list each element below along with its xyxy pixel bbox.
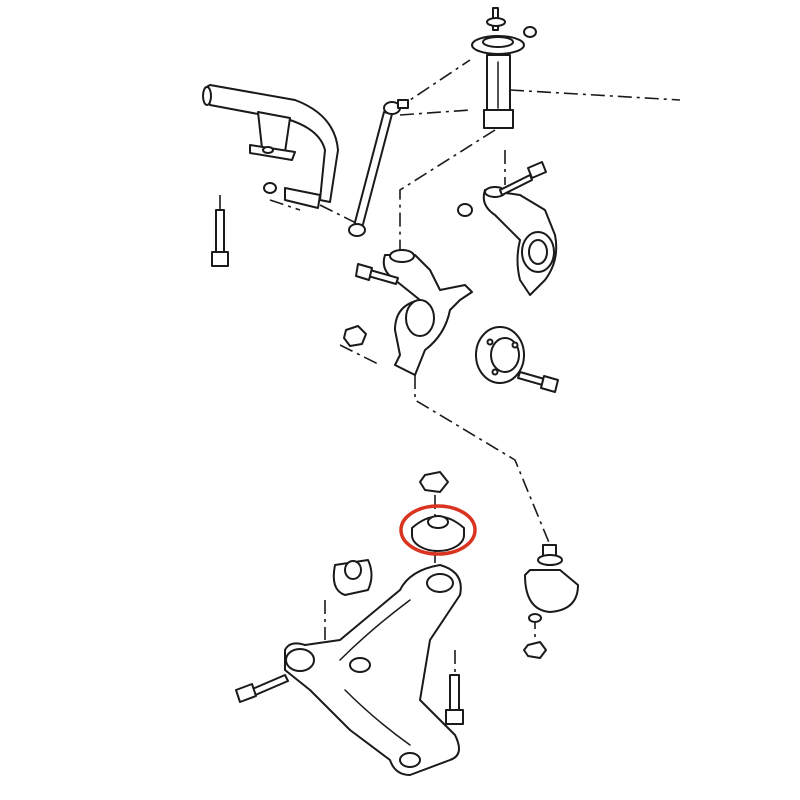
link-nut-top bbox=[397, 99, 409, 109]
lower-control-arm bbox=[284, 564, 462, 776]
control-arm-front-eye bbox=[426, 573, 454, 593]
assembly-line bbox=[319, 204, 361, 226]
highlight-ring bbox=[399, 504, 477, 556]
control-arm-body bbox=[284, 564, 462, 776]
knuckle-nut-icon bbox=[457, 203, 473, 217]
assembly-line bbox=[394, 59, 471, 111]
stabilizer-bolt-icon bbox=[211, 209, 229, 267]
ball-joint-boot bbox=[537, 554, 563, 566]
stabilizer-bar-end bbox=[202, 86, 212, 106]
carrier-nut-icon bbox=[343, 325, 367, 347]
control-arm-bolt-left-icon bbox=[235, 674, 289, 703]
stabilizer-bar-body bbox=[204, 84, 339, 203]
control-arm-rib bbox=[339, 599, 411, 661]
carrier-bore bbox=[405, 299, 435, 337]
carrier-top bbox=[389, 249, 415, 263]
ball-joint-body bbox=[524, 569, 579, 613]
rear-bushing-bore bbox=[344, 560, 362, 580]
control-arm-bolt-right-icon bbox=[445, 674, 464, 725]
assembly-line bbox=[399, 109, 471, 116]
knuckle-upper-right bbox=[482, 186, 558, 296]
knuckle-bolt-icon bbox=[499, 161, 547, 196]
ball-joint bbox=[524, 544, 579, 623]
clamp-hole bbox=[262, 146, 274, 154]
hub-bolt-icon bbox=[517, 371, 559, 393]
strut-nut bbox=[486, 17, 506, 27]
control-arm-hole bbox=[399, 752, 421, 768]
control-arm-rear-eye bbox=[285, 648, 315, 672]
assembly-line bbox=[399, 129, 496, 250]
control-arm-hole bbox=[349, 657, 371, 673]
bushing-nut-icon bbox=[419, 471, 449, 493]
ball-joint-nut-icon bbox=[523, 641, 547, 659]
link-ball-bottom bbox=[348, 223, 366, 237]
stabilizer-link bbox=[348, 99, 409, 237]
wheel-hub-carrier bbox=[382, 249, 473, 376]
ball-joint-washer bbox=[528, 613, 542, 623]
strut-bearing bbox=[482, 36, 514, 48]
bushing-bore bbox=[427, 515, 449, 529]
assembly-line bbox=[414, 375, 551, 546]
link-rod bbox=[353, 111, 393, 229]
control-arm-bushing bbox=[411, 515, 465, 552]
stabilizer-nut-icon bbox=[263, 182, 277, 194]
strut-bracket bbox=[483, 109, 514, 129]
assembly-line bbox=[269, 199, 301, 211]
hub-stud-hole bbox=[491, 368, 499, 376]
strut-top-nut-icon bbox=[523, 26, 537, 38]
rear-bushing bbox=[332, 559, 373, 596]
wheel-hub bbox=[475, 326, 525, 384]
stabilizer-bar bbox=[202, 84, 339, 209]
stabilizer-link-mount bbox=[284, 187, 321, 209]
hub-stud-hole bbox=[511, 341, 519, 349]
assembly-line bbox=[509, 89, 681, 101]
assembly-line bbox=[339, 344, 381, 366]
strut-assembly bbox=[471, 7, 525, 129]
knuckle-bore-inner bbox=[528, 239, 548, 265]
control-arm-rib bbox=[344, 689, 411, 746]
carrier-bolt-icon bbox=[355, 263, 399, 285]
hub-stud-hole bbox=[486, 338, 494, 346]
